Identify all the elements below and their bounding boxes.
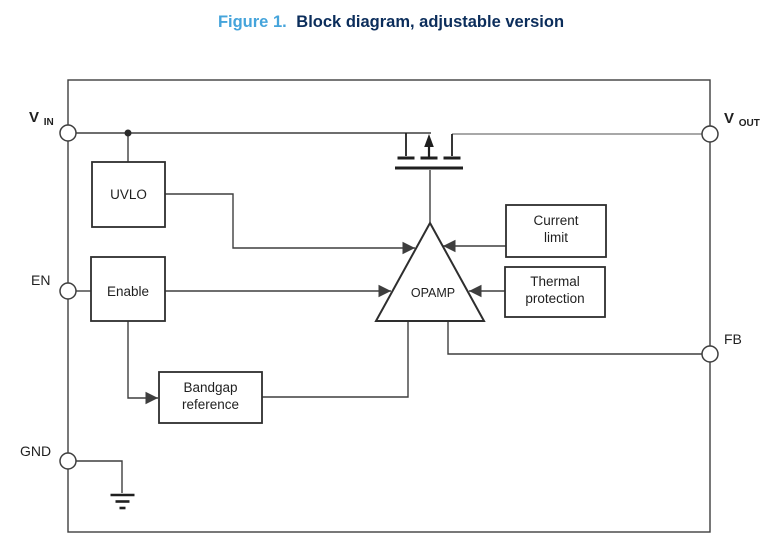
thermal-protection-block: [504, 266, 606, 318]
gnd-terminal: [59, 452, 77, 470]
opamp-label: OPAMP: [411, 286, 455, 300]
vin-pin-label: V IN: [29, 109, 54, 128]
en-pin-label: EN: [31, 272, 50, 288]
uvlo-block: [91, 161, 166, 228]
vout-pin-subscript: OUT: [739, 118, 760, 129]
fb-terminal: [701, 345, 719, 363]
enable-label: Enable: [107, 284, 149, 299]
vin-pin-subscript: IN: [44, 117, 54, 128]
fb-pin-label: FB: [724, 331, 742, 347]
uvlo-to-opamp-wire: [165, 193, 415, 255]
ic-boundary-box: [67, 79, 711, 533]
bandgap-label-line1: Bandgap: [183, 380, 237, 395]
enable-block: [90, 256, 166, 322]
vout-pin-label: V OUT: [724, 110, 760, 129]
bandgap-label-line2: reference: [182, 397, 239, 412]
vin-terminal: [59, 124, 77, 142]
en-terminal: [59, 282, 77, 300]
wires: [76, 129, 702, 493]
vout-terminal: [701, 125, 719, 143]
opamp-triangle: [374, 220, 486, 322]
ground-symbol-icon: [110, 493, 135, 510]
vout-pin-name: V: [724, 110, 734, 127]
thermal-label-line1: Thermal: [530, 274, 580, 289]
figure-title-prefix: Figure 1.: [218, 13, 287, 31]
figure-title: Figure 1. Block diagram, adjustable vers…: [218, 13, 564, 31]
current-limit-label-line1: Current: [533, 213, 578, 228]
junction-dot: [124, 129, 132, 137]
vin-pin-name: V: [29, 109, 39, 126]
current-limit-block: [505, 204, 607, 258]
enable-to-bandgap-wire: [127, 321, 158, 405]
opamp-to-fb-wire: [447, 321, 702, 355]
pmos-bulk-arrow-head: [424, 134, 434, 147]
gnd-wire: [76, 460, 123, 493]
pmos-pass-transistor-icon: [395, 133, 463, 170]
thermal-label-line2: protection: [525, 291, 584, 306]
current-limit-label-line2: limit: [544, 230, 568, 245]
gnd-pin-label: GND: [20, 443, 51, 459]
bandgap-reference-block: [158, 371, 263, 424]
uvlo-label: UVLO: [110, 187, 147, 202]
figure-title-text: Block diagram, adjustable version: [296, 13, 564, 31]
bandgap-to-opamp-wire: [262, 322, 409, 398]
